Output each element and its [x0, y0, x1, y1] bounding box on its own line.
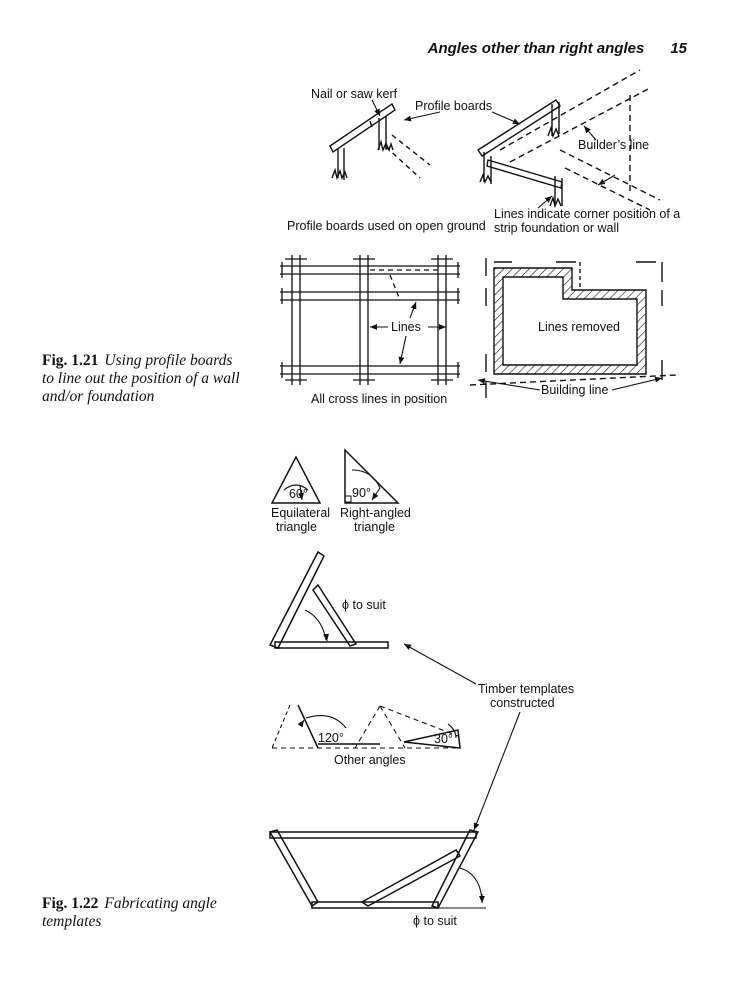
label-all-cross-lines: All cross lines in position [311, 392, 447, 406]
label-timber-templates: Timber templates [478, 682, 574, 696]
label-builders-line: Builder’s line [578, 138, 649, 152]
running-head: Angles other than right angles 15 [428, 40, 687, 57]
profile-board-right-illustration [477, 69, 661, 211]
right-angled-triangle [344, 448, 400, 504]
adjustable-angle-template [268, 550, 389, 649]
label-lines: Lines [391, 320, 421, 334]
label-strip-foundation: strip foundation or wall [494, 221, 619, 235]
label-other-angles: Other angles [334, 753, 406, 767]
figure-number: Fig. 1.22 [42, 895, 99, 912]
label-30-degrees: 30° [434, 732, 453, 746]
label-open-ground: Profile boards used on open ground [287, 219, 486, 233]
label-lines-removed: Lines removed [538, 320, 620, 334]
page-number: 15 [670, 40, 687, 57]
label-building-line: Building line [541, 383, 608, 397]
profile-board-left-illustration [329, 102, 431, 181]
label-triangle: triangle [354, 520, 395, 534]
label-60-degrees: 60° [289, 487, 308, 501]
label-90-degrees: 90° [352, 486, 371, 500]
other-angles-templates [271, 704, 461, 749]
timber-templates-arrows [403, 643, 521, 831]
label-constructed: constructed [490, 696, 555, 710]
label-lines-indicate: Lines indicate corner position of a [494, 207, 680, 221]
fig21-top-arrows [371, 99, 616, 209]
lines-arrows [370, 301, 446, 365]
figure-caption-text: Using profile boards to line out the pos… [42, 352, 240, 405]
cross-lines-plan [280, 255, 460, 385]
figure-number: Fig. 1.21 [42, 352, 99, 369]
foundation-plan [469, 258, 677, 398]
label-profile-boards: Profile boards [415, 99, 492, 113]
splayed-angle-template [268, 829, 486, 909]
label-triangle: triangle [276, 520, 317, 534]
label-equilateral: Equilateral [271, 506, 330, 520]
running-head-title: Angles other than right angles [427, 40, 645, 57]
figure-caption-text: Fabricating angle templates [42, 895, 217, 930]
label-phi-to-suit: ϕ to suit [342, 598, 386, 612]
label-phi-to-suit: ϕ to suit [413, 914, 457, 928]
label-nail-or-saw-kerf: Nail or saw kerf [311, 87, 398, 101]
equilateral-triangle [270, 455, 322, 504]
label-right-angled: Right-angled [340, 506, 411, 520]
label-120-degrees: 120° [318, 731, 344, 745]
